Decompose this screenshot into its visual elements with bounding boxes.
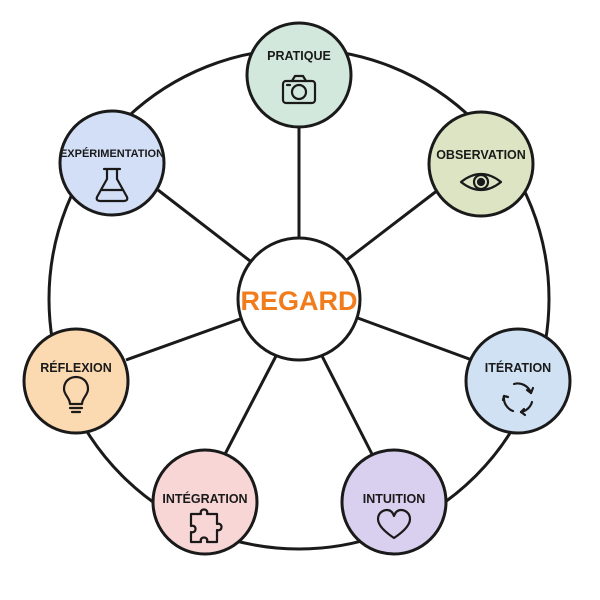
node-experimentation-circle	[58, 109, 166, 217]
node-integration-circle	[151, 448, 259, 556]
node-iteration-circle	[464, 327, 572, 435]
node-observation: OBSERVATION	[427, 110, 535, 218]
node-intuition-label: INTUITION	[363, 492, 426, 506]
center-node: REGARD	[236, 236, 362, 362]
puzzle-icon	[189, 508, 223, 544]
spokes	[125, 122, 473, 459]
node-integration-label: INTÉGRATION	[162, 491, 247, 506]
node-integration: INTÉGRATION	[151, 448, 259, 556]
spoke-integration	[221, 355, 278, 459]
camera-icon	[281, 74, 317, 105]
cycle-arrows-icon	[501, 382, 535, 417]
node-intuition-circle	[340, 448, 448, 556]
node-iteration: ITÉRATION	[464, 327, 572, 435]
spoke-reflexion	[125, 316, 244, 362]
center-circle	[236, 236, 362, 362]
node-reflexion: RÉFLEXION	[22, 327, 130, 435]
center-label: REGARD	[240, 286, 357, 316]
node-reflexion-label: RÉFLEXION	[40, 360, 112, 375]
node-experimentation-label: EXPÉRIMENTATION	[60, 147, 164, 160]
node-observation-circle	[427, 110, 535, 218]
eye-icon	[459, 172, 503, 192]
node-reflexion-circle	[22, 327, 130, 435]
node-observation-label: OBSERVATION	[436, 148, 526, 162]
heart-icon	[376, 508, 412, 540]
spoke-experimentation	[157, 188, 255, 266]
spoke-iteration	[354, 315, 473, 362]
flask-icon	[95, 167, 129, 203]
node-intuition: INTUITION	[340, 448, 448, 556]
node-iteration-label: ITÉRATION	[485, 360, 551, 375]
spoke-intuition	[320, 355, 376, 459]
node-experimentation: EXPÉRIMENTATION	[58, 109, 166, 217]
spoke-observation	[343, 188, 439, 264]
node-pratique-label: PRATIQUE	[267, 49, 331, 63]
lightbulb-icon	[62, 375, 90, 414]
node-pratique: PRATIQUE	[245, 21, 353, 129]
